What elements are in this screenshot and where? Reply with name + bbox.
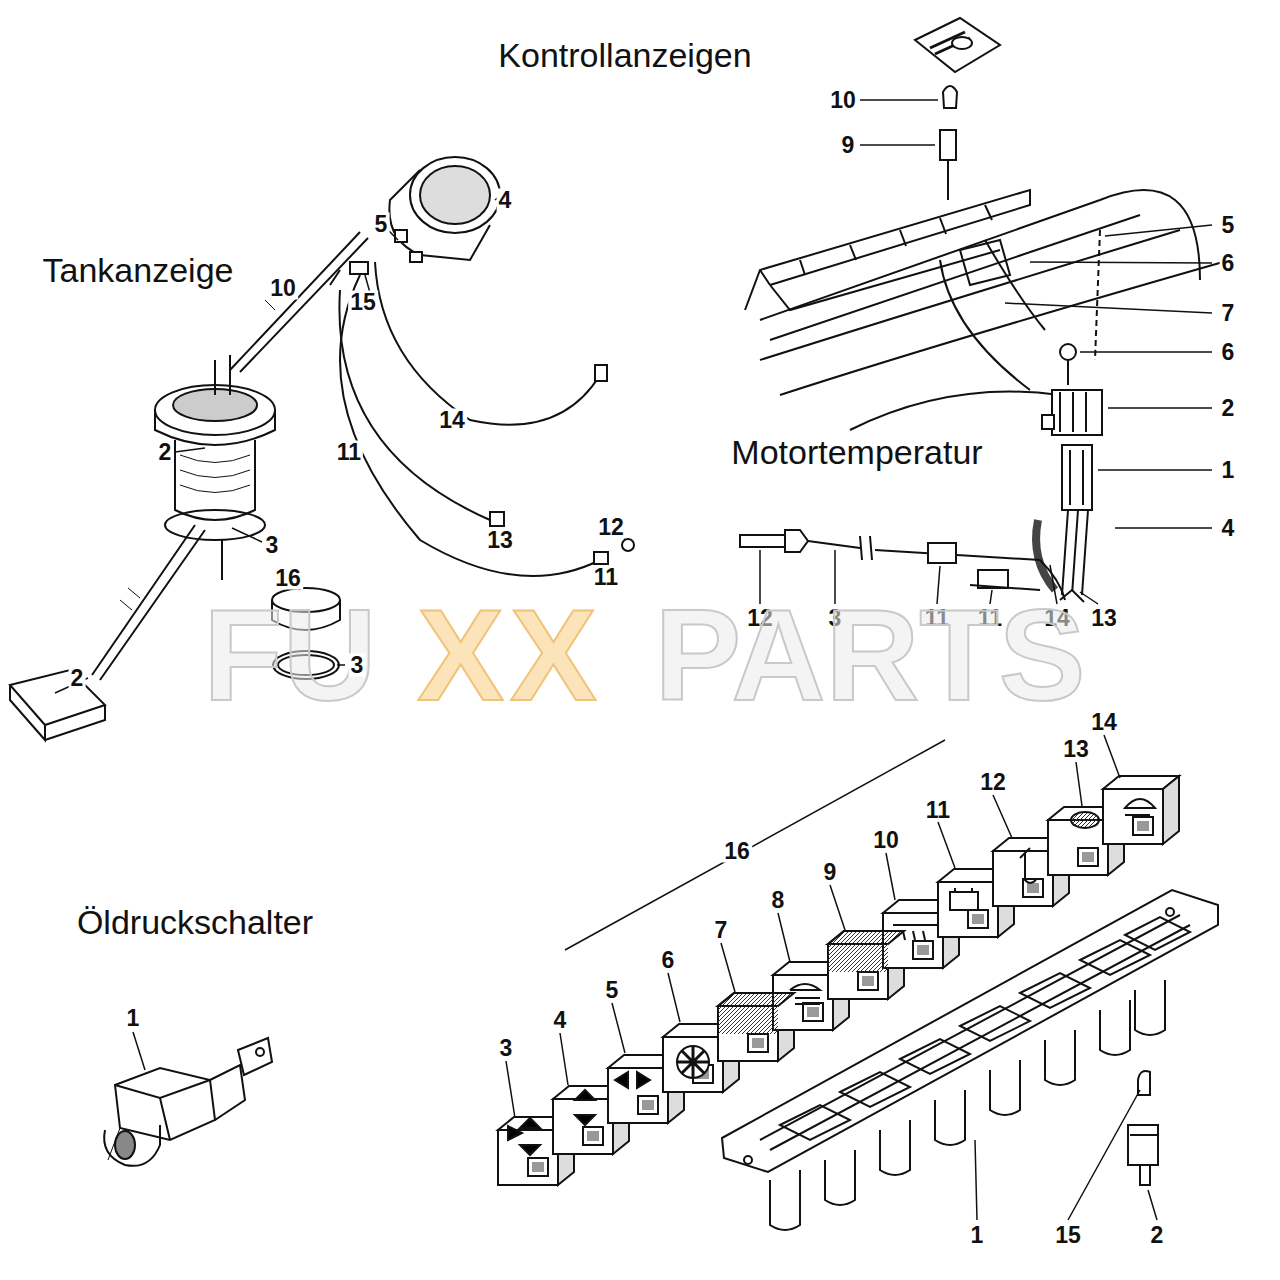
callout-number: 11 [924,799,952,822]
watermark: PARTS [655,590,1086,720]
callout-number: 3 [349,654,366,677]
watermark: XX [417,590,602,720]
callout-number: 3 [264,534,281,557]
callout-number: 10 [871,829,901,852]
callout-number: 9 [822,861,839,884]
callout-number: 4 [497,189,514,212]
fuel-gauge-assembly [10,157,634,740]
callout-number: 4 [552,1009,569,1032]
section-title: Tankanzeige [40,253,237,287]
callout-number: 16 [273,567,303,590]
callout-number: 7 [1220,302,1237,325]
callout-number: 15 [1053,1224,1083,1247]
callout-number: 8 [770,889,787,912]
callout-number: 9 [840,134,857,157]
callout-number: 4 [1220,517,1237,540]
callout-number: 13 [1061,738,1091,761]
callout-number: 2 [1149,1224,1166,1247]
callout-number: 1 [969,1224,986,1247]
callout-number: 2 [157,441,174,464]
callout-number: 12 [596,516,626,539]
callout-number: 12 [978,771,1008,794]
callout-number: 13 [1089,607,1119,630]
callout-number: 5 [1220,214,1237,237]
callout-number: 2 [69,667,86,690]
callout-number: 3 [498,1037,515,1060]
callout-number: 13 [485,529,515,552]
callout-number: 11 [592,566,620,589]
callout-number: 5 [604,979,621,1002]
warning-lamp-strip [498,740,1218,1230]
callout-number: 11 [335,441,363,464]
callout-number: 1 [125,1007,142,1030]
callout-number: 2 [1220,397,1237,420]
callout-number: 14 [437,409,467,432]
section-title: Öldruckschalter [74,905,316,939]
callout-number: 1 [1220,459,1237,482]
callout-number: 10 [268,277,298,300]
callout-number: 5 [373,213,390,236]
callout-number: 10 [828,89,858,112]
section-title: Motortemperatur [728,435,985,469]
section-title: Kontrollanzeigen [495,38,754,72]
oil-pressure-switch [104,1038,272,1166]
warning-lamp-assembly [740,18,1230,602]
callout-number: 7 [713,919,730,942]
callout-number: 6 [660,949,677,972]
callout-number: 15 [348,291,378,314]
callout-number: 16 [722,840,752,863]
callout-number: 14 [1089,711,1119,734]
callout-number: 6 [1220,341,1237,364]
callout-number: 6 [1220,252,1237,275]
